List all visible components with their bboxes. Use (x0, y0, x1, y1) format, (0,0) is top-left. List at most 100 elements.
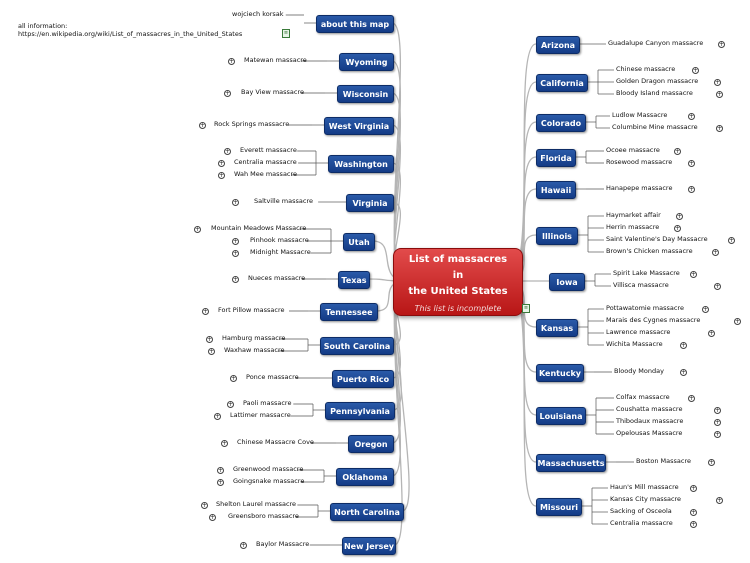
branch-about-this-map[interactable]: about this map (316, 15, 394, 33)
leaf-chinese-massacre[interactable]: Chinese massacre (616, 65, 676, 73)
plus-circle-icon[interactable]: + (232, 238, 239, 245)
leaf-ponce-massacre[interactable]: Ponce massacre (246, 373, 299, 381)
leaf-goingsnake-massacre[interactable]: Goingsnake massacre (233, 477, 305, 485)
leaf-wichita-massacre[interactable]: Wichita Massacre (606, 340, 663, 348)
branch-texas[interactable]: Texas (338, 271, 370, 289)
branch-massachusetts[interactable]: Massachusetts (536, 454, 606, 472)
leaf-columbine-mine-massacre[interactable]: Columbine Mine massacre (612, 123, 698, 131)
branch-iowa[interactable]: Iowa (549, 273, 585, 291)
leaf-saint-valentine-s-day-massacre[interactable]: Saint Valentine's Day Massacre (606, 235, 708, 243)
plus-circle-icon[interactable]: + (217, 479, 224, 486)
leaf-spirit-lake-massacre[interactable]: Spirit Lake Massacre (613, 269, 680, 277)
leaf-nueces-massacre[interactable]: Nueces massacre (248, 274, 306, 282)
leaf-coushatta-massacre[interactable]: Coushatta massacre (616, 405, 683, 413)
leaf-matewan-massacre[interactable]: Matewan massacre (244, 56, 307, 64)
leaf-pinhook-massacre[interactable]: Pinhook massacre (250, 236, 309, 244)
branch-pennsylvania[interactable]: Pennsylvania (325, 402, 395, 420)
plus-circle-icon[interactable]: + (716, 91, 723, 98)
branch-wisconsin[interactable]: Wisconsin (337, 85, 394, 103)
plus-circle-icon[interactable]: + (690, 271, 697, 278)
branch-colorado[interactable]: Colorado (536, 114, 586, 132)
leaf-mountain-meadows-massacre[interactable]: Mountain Meadows Massacre (211, 224, 307, 232)
branch-kansas[interactable]: Kansas (536, 319, 578, 337)
leaf-greenwood-massacre[interactable]: Greenwood massacre (233, 465, 304, 473)
leaf-marais-des-cygnes-massacre[interactable]: Marais des Cygnes massacre (606, 316, 701, 324)
plus-circle-icon[interactable]: + (688, 186, 695, 193)
branch-west-virginia[interactable]: West Virginia (324, 117, 394, 135)
plus-circle-icon[interactable]: + (232, 276, 239, 283)
plus-circle-icon[interactable]: + (688, 113, 695, 120)
plus-circle-icon[interactable]: + (194, 226, 201, 233)
leaf-rock-springs-massacre[interactable]: Rock Springs massacre (214, 120, 290, 128)
leaf-colfax-massacre[interactable]: Colfax massacre (616, 393, 670, 401)
leaf-greensboro-massacre[interactable]: Greensboro massacre (228, 512, 299, 520)
plus-circle-icon[interactable]: + (734, 318, 741, 325)
plus-circle-icon[interactable]: + (714, 431, 721, 438)
branch-north-carolina[interactable]: North Carolina (330, 503, 404, 521)
plus-circle-icon[interactable]: + (714, 79, 721, 86)
leaf-opelousas-massacre[interactable]: Opelousas Massacre (616, 429, 683, 437)
plus-circle-icon[interactable]: + (716, 125, 723, 132)
leaf-thibodaux-massacre[interactable]: Thibodaux massacre (616, 417, 684, 425)
plus-circle-icon[interactable]: + (692, 67, 699, 74)
plus-circle-icon[interactable]: + (218, 172, 225, 179)
branch-washington[interactable]: Washington (328, 155, 394, 173)
leaf-wah-mee-massacre[interactable]: Wah Mee massacre (234, 170, 298, 178)
branch-tennessee[interactable]: Tennessee (320, 303, 378, 321)
leaf-kansas-city-massacre[interactable]: Kansas City massacre (610, 495, 682, 503)
branch-kentucky[interactable]: Kentucky (536, 364, 584, 382)
plus-circle-icon[interactable]: + (702, 306, 709, 313)
leaf-shelton-laurel-massacre[interactable]: Shelton Laurel massacre (216, 500, 297, 508)
plus-circle-icon[interactable]: + (728, 237, 735, 244)
leaf-golden-dragon-massacre[interactable]: Golden Dragon massacre (616, 77, 699, 85)
branch-oklahoma[interactable]: Oklahoma (336, 468, 394, 486)
plus-circle-icon[interactable]: + (217, 467, 224, 474)
plus-circle-icon[interactable]: + (206, 336, 213, 343)
branch-louisiana[interactable]: Louisiana (536, 407, 586, 425)
branch-virginia[interactable]: Virginia (346, 194, 394, 212)
plus-circle-icon[interactable]: + (714, 419, 721, 426)
plus-circle-icon[interactable]: + (714, 407, 721, 414)
leaf-hanapepe-massacre[interactable]: Hanapepe massacre (606, 184, 673, 192)
plus-circle-icon[interactable]: + (674, 225, 681, 232)
leaf-brown-s-chicken-massacre[interactable]: Brown's Chicken massacre (606, 247, 693, 255)
leaf-bloody-island-massacre[interactable]: Bloody Island massacre (616, 89, 693, 97)
leaf-chinese-massacre-cove[interactable]: Chinese Massacre Cove (237, 438, 314, 446)
leaf-herrin-massacre[interactable]: Herrin massacre (606, 223, 660, 231)
leaf-hamburg-massacre[interactable]: Hamburg massacre (222, 334, 286, 342)
plus-circle-icon[interactable]: + (690, 509, 697, 516)
central-topic[interactable]: List of massacres in the United States T… (393, 248, 523, 316)
plus-circle-icon[interactable]: + (712, 249, 719, 256)
branch-puerto-rico[interactable]: Puerto Rico (332, 370, 394, 388)
leaf-waxhaw-massacre[interactable]: Waxhaw massacre (224, 346, 285, 354)
leaf-midnight-massacre[interactable]: Midnight Massacre (250, 248, 311, 256)
plus-circle-icon[interactable]: + (714, 283, 721, 290)
plus-circle-icon[interactable]: + (688, 160, 695, 167)
leaf-guadalupe-canyon-massacre[interactable]: Guadalupe Canyon massacre (608, 39, 704, 47)
plus-circle-icon[interactable]: + (718, 41, 725, 48)
plus-circle-icon[interactable]: + (227, 401, 234, 408)
leaf-haymarket-affair[interactable]: Haymarket affair (606, 211, 661, 219)
plus-circle-icon[interactable]: + (690, 521, 697, 528)
plus-circle-icon[interactable]: + (218, 160, 225, 167)
branch-arizona[interactable]: Arizona (536, 36, 580, 54)
leaf-wojciech-korsak[interactable]: wojciech korsak (232, 10, 284, 18)
leaf-bay-view-massacre[interactable]: Bay View massacre (241, 88, 305, 96)
plus-circle-icon[interactable]: + (221, 440, 228, 447)
plus-circle-icon[interactable]: + (209, 514, 216, 521)
leaf-haun-s-mill-massacre[interactable]: Haun's Mill massacre (610, 483, 679, 491)
note-icon[interactable]: ≡ (282, 29, 290, 38)
plus-circle-icon[interactable]: + (224, 90, 231, 97)
plus-circle-icon[interactable]: + (688, 395, 695, 402)
leaf-pottawatomie-massacre[interactable]: Pottawatomie massacre (606, 304, 684, 312)
branch-south-carolina[interactable]: South Carolina (320, 337, 394, 355)
plus-circle-icon[interactable]: + (201, 502, 208, 509)
leaf-sacking-of-osceola[interactable]: Sacking of Osceola (610, 507, 672, 515)
leaf-lawrence-massacre[interactable]: Lawrence massacre (606, 328, 671, 336)
plus-circle-icon[interactable]: + (680, 369, 687, 376)
leaf-boston-massacre[interactable]: Boston Massacre (636, 457, 691, 465)
plus-circle-icon[interactable]: + (676, 213, 683, 220)
leaf-paoli-massacre[interactable]: Paoli massacre (243, 399, 292, 407)
plus-circle-icon[interactable]: + (690, 485, 697, 492)
leaf-centralia-massacre[interactable]: Centralia massacre (610, 519, 673, 527)
